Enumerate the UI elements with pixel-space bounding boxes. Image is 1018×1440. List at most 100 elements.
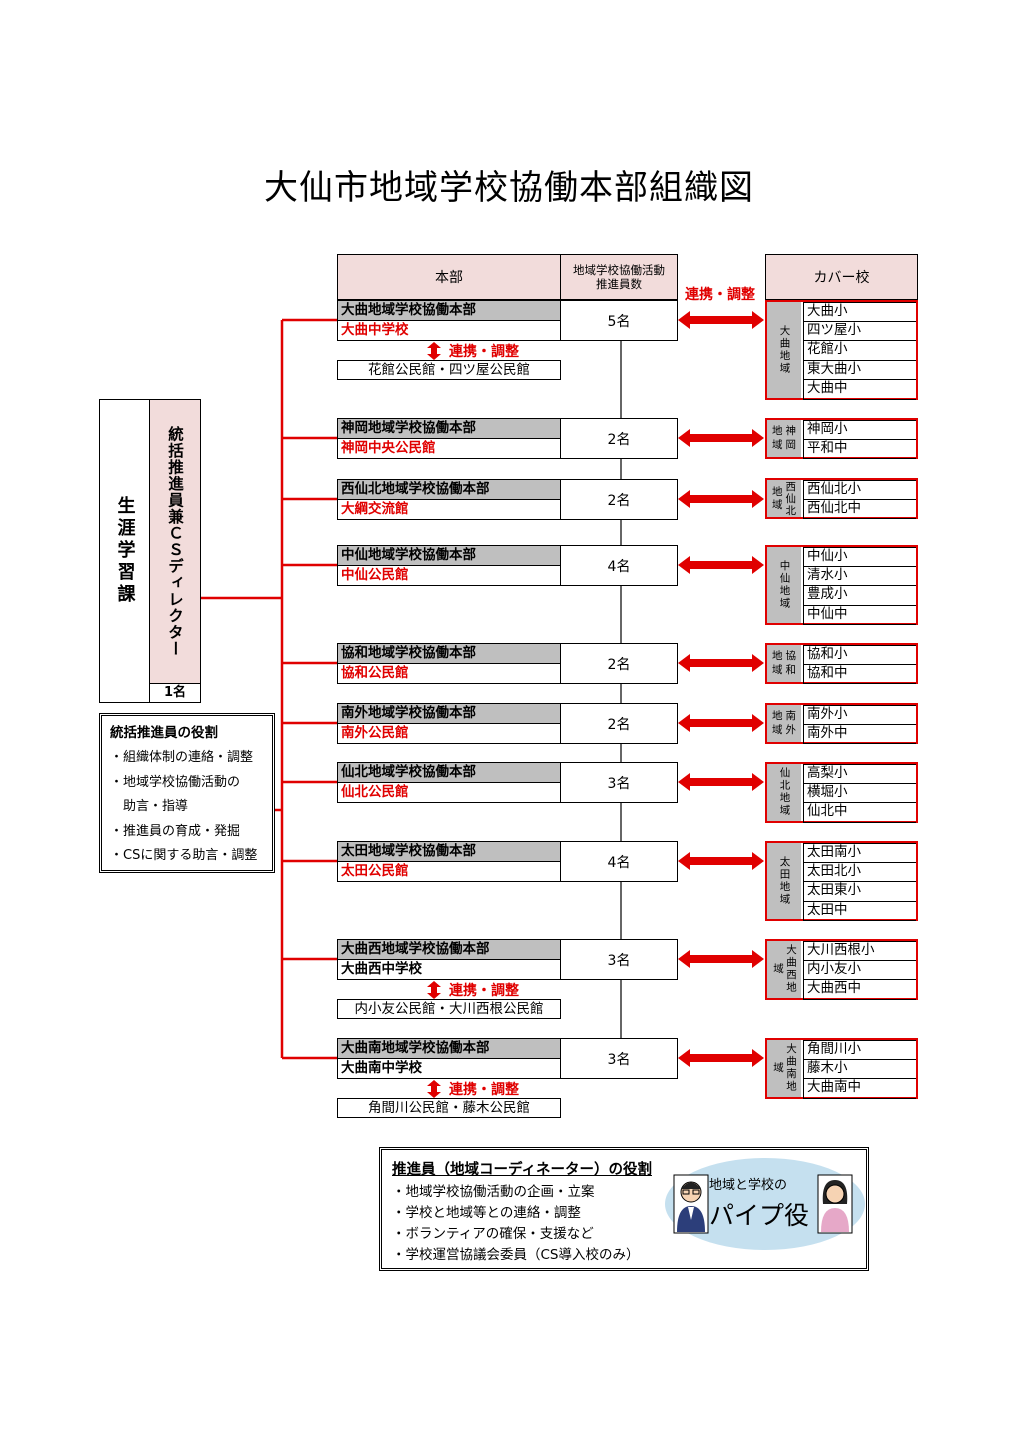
school-item: 太田南小 xyxy=(803,843,916,863)
cover-schools-box: 地神域岡神岡小平和中 xyxy=(765,418,918,460)
school-item: 太田中 xyxy=(803,901,916,922)
header-cover-schools: カバー校 xyxy=(765,254,918,300)
sub-liaison-label: 連携・調整 xyxy=(449,983,519,999)
sub-liaison-arrow xyxy=(427,1080,441,1098)
hq-base: 協和公民館 xyxy=(341,665,409,681)
coordinator-role-item: ・学校運営協議会委員（CS導入校のみ） xyxy=(392,1247,640,1263)
sub-liaison-label: 連携・調整 xyxy=(449,1082,519,1098)
liaison-arrow xyxy=(678,556,764,574)
director-role-item: ・推進員の育成・発掘 xyxy=(110,823,241,839)
cover-schools-box: 大曲地域大曲小四ツ屋小花館小東大曲小大曲中 xyxy=(765,300,918,400)
school-item: 神岡小 xyxy=(803,420,916,440)
hq-count: 4名 xyxy=(560,841,678,882)
liaison-arrow xyxy=(678,852,764,870)
school-item: 角間川小 xyxy=(803,1040,916,1060)
sub-kominkan-box: 角間川公民館・藤木公民館 xyxy=(337,1098,561,1118)
bubble-big-text: パイプ役 xyxy=(709,1201,810,1230)
school-item: 高梨小 xyxy=(803,764,916,784)
hq-box: 仙北地域学校協働本部仙北公民館 xyxy=(337,762,561,803)
hq-count: 4名 xyxy=(560,545,678,586)
director-title: 統括推進員兼ＣＳディレクター xyxy=(166,426,184,657)
school-item: 太田北小 xyxy=(803,862,916,883)
branch-lines xyxy=(282,318,337,1060)
department-block: 生涯学習課 統括推進員兼ＣＳディレクター 1名 xyxy=(99,399,201,703)
region-label: 大曲西地域 xyxy=(767,941,801,998)
liaison-arrow xyxy=(678,429,764,447)
cover-schools-box: 中仙地域中仙小清水小豊成小中仙中 xyxy=(765,545,918,626)
hq-name: 神岡地域学校協働本部 xyxy=(338,419,560,439)
director-role-item: ・CSに関する助言・調整 xyxy=(110,848,258,863)
hq-base: 中仙公民館 xyxy=(341,567,409,583)
hq-name: 協和地域学校協働本部 xyxy=(338,644,560,664)
hq-name: 南外地域学校協働本部 xyxy=(338,704,560,724)
hq-box: 神岡地域学校協働本部神岡中央公民館 xyxy=(337,418,561,459)
hq-box: 中仙地域学校協働本部中仙公民館 xyxy=(337,545,561,586)
school-item: 中仙中 xyxy=(803,605,916,626)
department-name: 生涯学習課 xyxy=(114,496,136,606)
hq-box: 大曲南地域学校協働本部大曲南中学校 xyxy=(337,1038,561,1079)
hq-box: 南外地域学校協働本部南外公民館 xyxy=(337,703,561,744)
hq-name: 仙北地域学校協働本部 xyxy=(338,763,560,783)
school-item: 中仙小 xyxy=(803,547,916,567)
hq-base: 太田公民館 xyxy=(341,863,409,879)
hq-base: 神岡中央公民館 xyxy=(341,440,436,456)
cover-schools-box: 仙北地域高梨小横堀小仙北中 xyxy=(765,762,918,823)
school-item: 仙北中 xyxy=(803,803,916,823)
coordinator-role-item: ・ボランティアの確保・支援など xyxy=(392,1226,594,1242)
coordinator-role-title: 推進員（地域コーディネーター）の役割 xyxy=(392,1162,652,1178)
school-item: 東大曲小 xyxy=(803,360,916,381)
bubble-small-text: 地域と学校の xyxy=(709,1178,788,1193)
region-label: 仙北地域 xyxy=(767,764,801,821)
hq-box: 大曲地域学校協働本部大曲中学校 xyxy=(337,300,561,341)
sub-liaison-arrow xyxy=(427,342,441,360)
hq-base: 仙北公民館 xyxy=(341,784,409,800)
school-item: 豊成小 xyxy=(803,586,916,606)
header-count: 地域学校協働活動 推進員数 xyxy=(560,254,678,300)
sub-kominkan-box: 花館公民館・四ツ屋公民館 xyxy=(337,360,561,380)
page-title: 大仙市地域学校協働本部組織図 xyxy=(264,168,754,208)
cover-schools-box: 地南域外南外小南外中 xyxy=(765,703,918,745)
school-item: 大川西根小 xyxy=(803,941,916,961)
liaison-arrow xyxy=(678,714,764,732)
hq-base: 大曲中学校 xyxy=(341,322,409,338)
school-item: 西仙北小 xyxy=(803,480,916,500)
school-item: 四ツ屋小 xyxy=(803,321,916,342)
hq-box: 協和地域学校協働本部協和公民館 xyxy=(337,643,561,684)
sub-kominkan-box: 内小友公民館・大川西根公民館 xyxy=(337,999,561,1019)
school-item: 西仙北中 xyxy=(803,499,916,520)
director-role-title: 統括推進員の役割 xyxy=(110,725,218,741)
director-role-item: ・組織体制の連絡・調整 xyxy=(110,750,254,765)
hq-box: 大曲西地域学校協働本部大曲西中学校 xyxy=(337,939,561,980)
region-label: 地南域外 xyxy=(767,705,801,743)
hq-name: 大曲南地域学校協働本部 xyxy=(338,1039,560,1059)
director-role-item: ・地域学校協働活動の xyxy=(110,774,241,790)
liaison-arrow xyxy=(678,311,764,329)
school-item: 南外中 xyxy=(803,724,916,745)
region-label: 地域西仙北 xyxy=(767,480,801,518)
region-label: 地神域岡 xyxy=(767,420,801,458)
pipe-role-bubble: 地域と学校の パイプ役 xyxy=(665,1158,865,1250)
region-label: 中仙地域 xyxy=(767,547,801,624)
region-label: 大曲南地域 xyxy=(767,1040,801,1097)
coordinator-role-item: ・学校と地域等との連絡・調整 xyxy=(392,1205,581,1221)
liaison-arrows xyxy=(427,311,764,1098)
school-item: 協和小 xyxy=(803,645,916,665)
hq-count: 3名 xyxy=(560,762,678,803)
hq-count: 2名 xyxy=(560,703,678,744)
cover-schools-box: 地協域和協和小協和中 xyxy=(765,643,918,685)
hq-base: 大綱交流館 xyxy=(341,501,409,517)
hq-name: 中仙地域学校協働本部 xyxy=(338,546,560,566)
cover-schools-box: 地域西仙北西仙北小西仙北中 xyxy=(765,478,918,520)
director-role-item: 助言・指導 xyxy=(110,799,189,814)
woman-illustration-icon xyxy=(817,1174,853,1234)
liaison-arrow xyxy=(678,654,764,672)
school-item: 大曲西中 xyxy=(803,980,916,1000)
hq-count: 2名 xyxy=(560,418,678,459)
school-item: 大曲南中 xyxy=(803,1079,916,1099)
cover-schools-box: 大曲南地域角間川小藤木小大曲南中 xyxy=(765,1038,918,1099)
sub-liaison-arrow xyxy=(427,981,441,999)
hq-count: 2名 xyxy=(560,643,678,684)
cover-schools-box: 大曲西地域大川西根小内小友小大曲西中 xyxy=(765,939,918,1000)
liaison-arrow xyxy=(678,773,764,791)
